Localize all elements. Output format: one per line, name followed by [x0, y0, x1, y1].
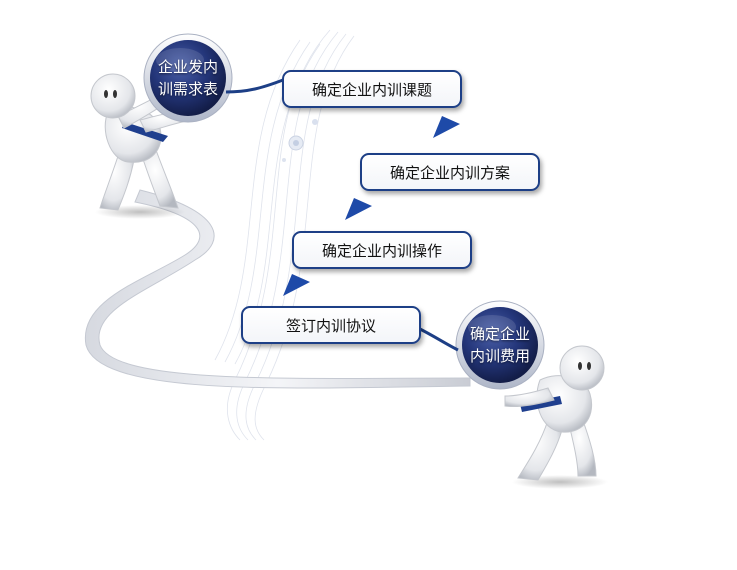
start-connector [225, 78, 284, 94]
arrow-icon [433, 116, 460, 138]
step-arrows [283, 116, 460, 296]
step-label-1: 确定企业内训课题 [311, 80, 432, 99]
start-node-circle [143, 33, 233, 123]
right-person-figure [504, 345, 608, 489]
end-node-circle [455, 300, 545, 390]
step-box-3: 确定企业内训操作 [292, 231, 472, 269]
step-label-3: 确定企业内训操作 [321, 241, 442, 260]
bubble-dots [282, 119, 318, 162]
arrow-icon [345, 198, 372, 220]
start-node-label: 企业发内 训需求表 [146, 56, 230, 100]
step-box-1: 确定企业内训课题 [282, 70, 462, 108]
start-node-line1: 企业发内 [157, 58, 218, 76]
arrow-icon [283, 274, 310, 296]
step-box-4: 签订内训协议 [241, 306, 421, 344]
end-node-line2: 内训费用 [469, 347, 530, 365]
end-connector [417, 326, 459, 352]
step-label-2: 确定企业内训方案 [389, 163, 510, 182]
step-box-2: 确定企业内训方案 [360, 153, 540, 191]
flow-ribbon [84, 189, 471, 389]
end-node-label: 确定企业 内训费用 [458, 323, 542, 367]
start-node-line2: 训需求表 [157, 80, 218, 98]
step-label-4: 签订内训协议 [285, 316, 376, 335]
end-node-line1: 确定企业 [469, 325, 530, 343]
